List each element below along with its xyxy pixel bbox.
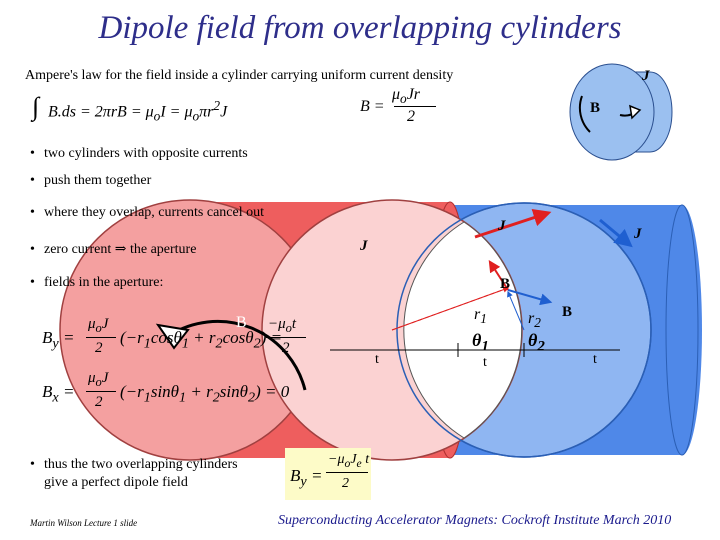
circulation-arrow bbox=[578, 95, 591, 133]
label-b-aperture: B bbox=[500, 276, 511, 292]
conclusion-line-1: thus the two overlapping cylinders bbox=[30, 457, 238, 473]
label-j-blue: J bbox=[634, 226, 642, 242]
label-j-red-face: J bbox=[360, 238, 368, 254]
label-t-left: t bbox=[375, 352, 379, 367]
label-b-face: B bbox=[236, 314, 247, 331]
conclusion-line-2: give a perfect dipole field bbox=[44, 475, 188, 490]
bullet-4: zero current ⇒ the aperture bbox=[30, 241, 196, 258]
label-b-small: B bbox=[590, 100, 601, 116]
bullet-2: push them together bbox=[30, 173, 151, 189]
label-t-right: t bbox=[593, 352, 597, 367]
dipole-result-box bbox=[285, 448, 371, 500]
field-equation: B = bbox=[360, 98, 385, 115]
label-theta1: θ1 bbox=[472, 330, 489, 355]
small-cylinder bbox=[569, 63, 673, 161]
label-j-red-arrow: J bbox=[498, 218, 506, 234]
bullet-5: fields in the aperture: bbox=[30, 275, 163, 291]
current-arrow-red bbox=[474, 208, 552, 239]
footer-left: Martin Wilson Lecture 1 slide bbox=[30, 518, 138, 528]
label-b-blue: B bbox=[562, 304, 573, 320]
footer-right: Superconducting Accelerator Magnets: Coc… bbox=[278, 513, 672, 528]
label-theta2: θ2 bbox=[528, 330, 545, 355]
ampere-equation: B.ds = 2πrB = μoI = μoπr2J bbox=[48, 98, 228, 124]
bullet-1: two cylinders with opposite currents bbox=[30, 146, 248, 162]
page-title: Dipole field from overlapping cylinders bbox=[98, 10, 622, 46]
label-t-middle: t bbox=[483, 355, 487, 370]
integral-sign: ∫ bbox=[32, 92, 40, 121]
bullet-3: where they overlap, currents cancel out bbox=[30, 205, 264, 221]
circulation-arrow-large bbox=[169, 319, 307, 391]
by-equation: By = bbox=[42, 328, 75, 352]
aperture bbox=[403, 221, 523, 439]
current-arrow-blue bbox=[599, 218, 633, 248]
bx-equation: Bx = bbox=[42, 382, 75, 406]
center-separation bbox=[330, 343, 620, 357]
radius-vectors bbox=[391, 259, 553, 331]
label-j-small: J bbox=[642, 68, 650, 84]
label-r2: r2 bbox=[528, 310, 541, 331]
label-r1: r1 bbox=[474, 306, 487, 327]
intro-text: Ampere's law for the field inside a cyli… bbox=[25, 68, 454, 83]
dipole-result-equation: By = bbox=[290, 466, 323, 490]
